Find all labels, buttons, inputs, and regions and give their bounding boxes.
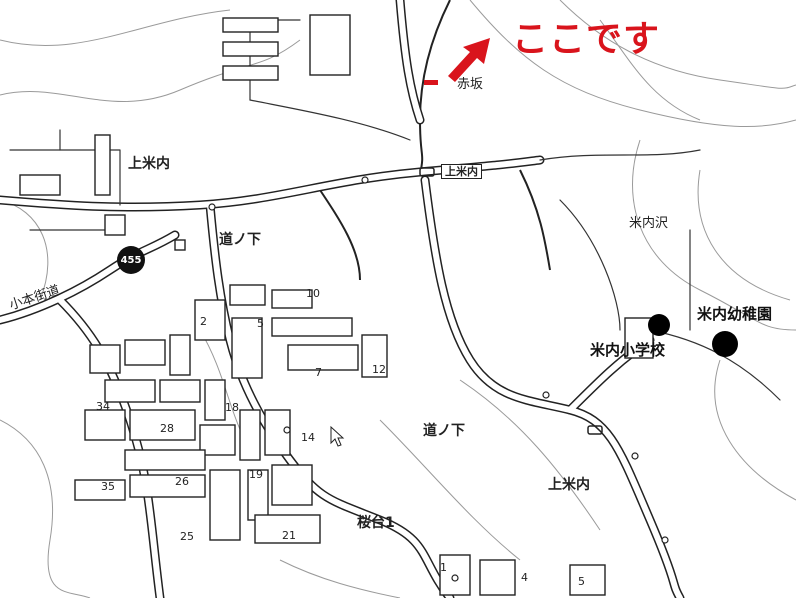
label-michinoshita-s: 道ノ下	[423, 423, 465, 439]
lot-number: 5	[257, 317, 264, 330]
lot-number: 25	[180, 530, 194, 543]
label-school: 米内小学校	[590, 341, 666, 359]
kindergarten-marker-icon[interactable]	[712, 331, 738, 357]
lot-number: 4	[521, 571, 528, 584]
lot-number: 35	[101, 480, 115, 493]
lot-number: 26	[175, 475, 189, 488]
label-kamiyonenai-se: 上米内	[548, 477, 590, 493]
label-kindergarten: 米内幼稚園	[697, 305, 773, 323]
callout-here: ここです	[512, 19, 661, 60]
lot-number: 2	[200, 315, 207, 328]
lot-number: 14	[301, 431, 315, 444]
label-akasaka: 赤坂	[457, 77, 484, 92]
cursor-icon	[330, 425, 345, 447]
label-sakuradai1: 桜台1	[357, 515, 395, 531]
route-shield-icon: 455	[117, 246, 145, 274]
school-marker-icon[interactable]	[648, 314, 670, 336]
lot-number: 21	[282, 529, 296, 542]
station-kamiyonenai[interactable]: 上米内	[441, 164, 482, 179]
location-marker	[424, 80, 438, 85]
lot-number: 12	[372, 363, 386, 376]
lot-number: 18	[225, 401, 239, 414]
label-kamiyonenai-nw: 上米内	[128, 156, 170, 172]
lot-number: 5	[578, 575, 585, 588]
lot-number: 19	[249, 468, 263, 481]
lot-number: 34	[96, 400, 110, 413]
lot-number: 28	[160, 422, 174, 435]
label-yonenaizawa: 米内沢	[629, 216, 669, 231]
lot-number: 7	[315, 366, 322, 379]
label-michinoshita-n: 道ノ下	[219, 232, 261, 248]
lot-number: 10	[306, 287, 320, 300]
lot-number: 1	[440, 561, 447, 574]
